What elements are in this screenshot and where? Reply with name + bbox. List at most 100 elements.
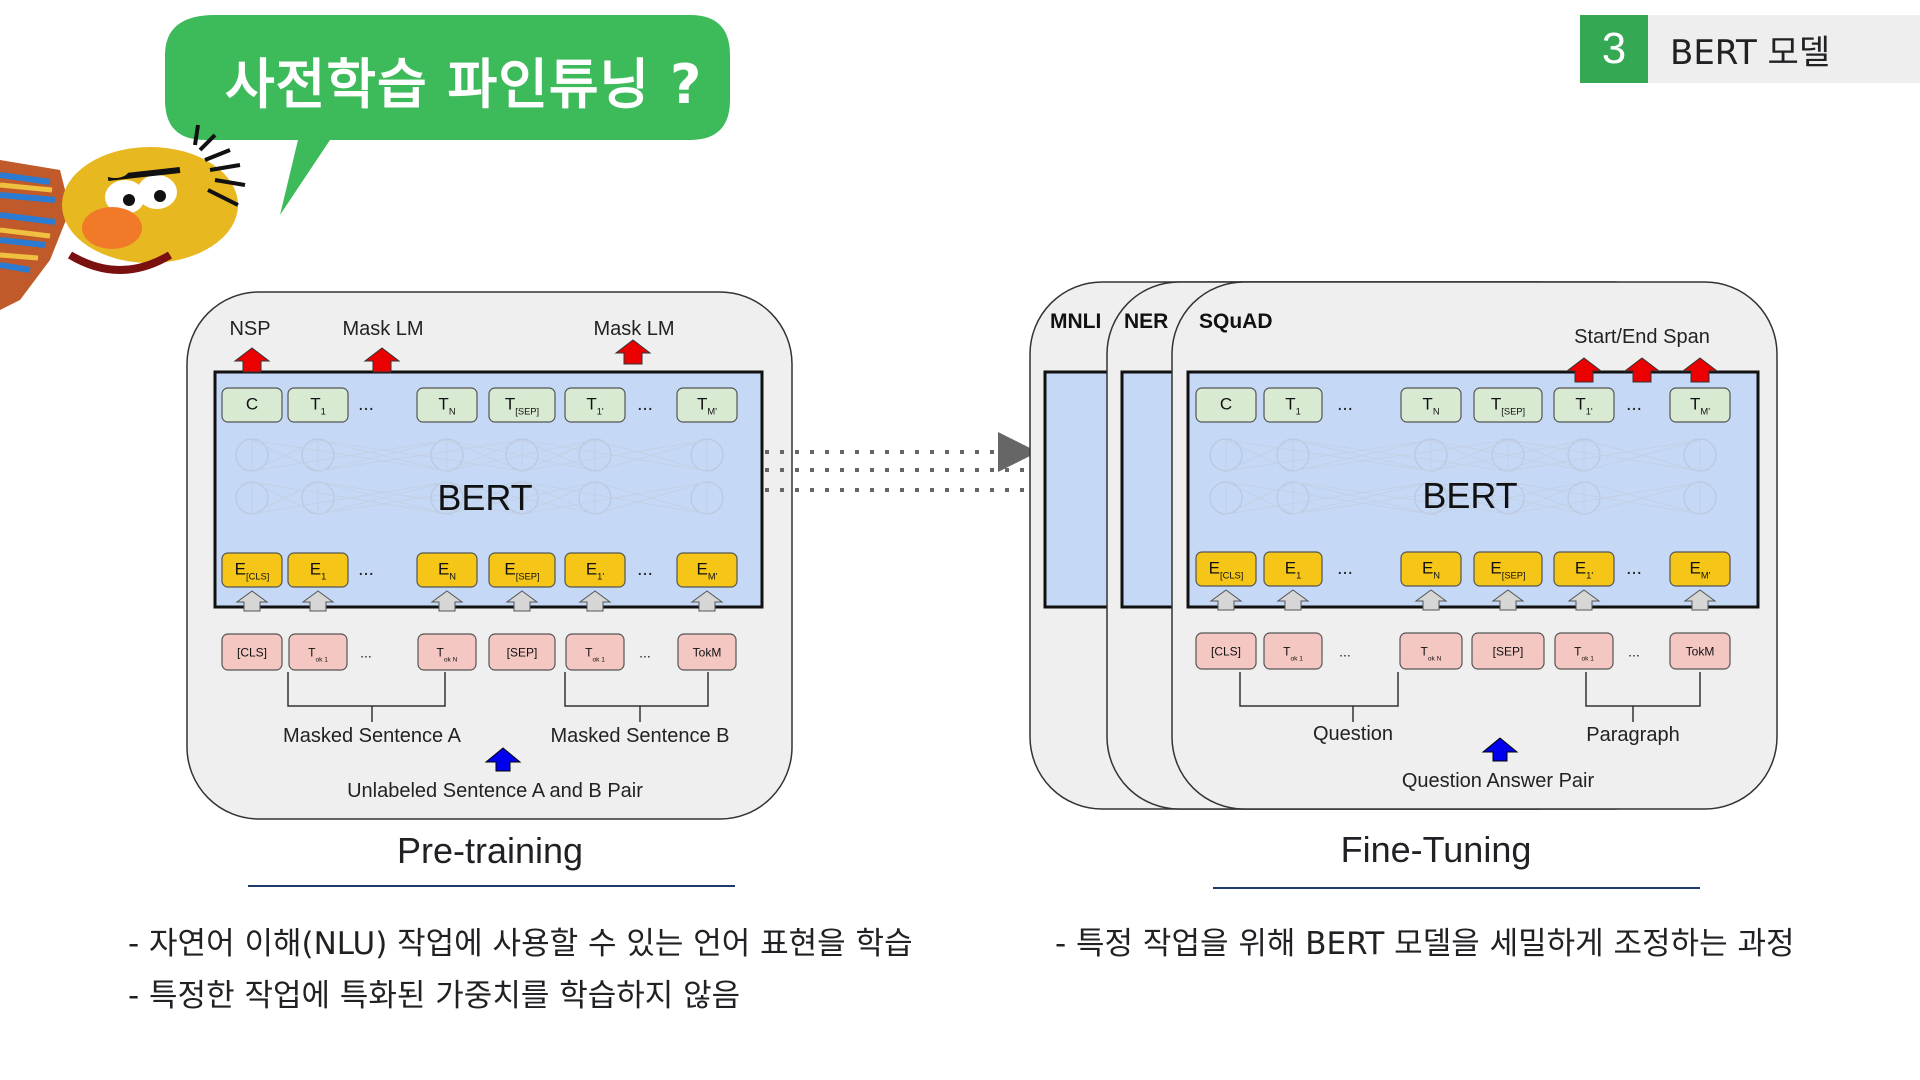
- pt-input-cls-0: [CLS]: [221, 633, 283, 671]
- finetuning-head-label: Start/End Span: [1574, 326, 1710, 348]
- pt-output-t1-1-label: T1: [310, 394, 326, 416]
- ft-output-x-6: ...: [1626, 394, 1642, 415]
- finetuning-network-lines: [1209, 438, 1717, 515]
- pt-output-t1-1: T1: [287, 387, 349, 423]
- pt-input-cls-0-label: [CLS]: [237, 646, 267, 660]
- bubble-title: 사전학습 파인튜닝 ?: [225, 53, 703, 116]
- pt-output-x-6: ...: [637, 394, 653, 415]
- finetuning-caption: Fine-Tuning: [1340, 829, 1532, 870]
- section-badge: 3 BERT 모델: [1580, 15, 1920, 83]
- section-title: BERT 모델: [1648, 15, 1920, 83]
- task-label-mnli: MNLI: [1050, 310, 1101, 333]
- ft-output-t-sep-4: T[SEP]: [1473, 387, 1543, 423]
- pt-embedding-em-7-box: [676, 552, 738, 588]
- ft-output-tm-7: TM': [1669, 387, 1731, 423]
- pt-embedding-en-3-box: [416, 552, 478, 588]
- section-number: 3: [1580, 15, 1648, 83]
- ft-embedding-e-sep-4-label: E[SEP]: [1490, 558, 1525, 580]
- ft-output-t1-5-box: [1553, 387, 1615, 423]
- pt-input-tok-1-5-box: [565, 633, 625, 671]
- ft-input-tok-n-3: Tok N: [1399, 632, 1463, 670]
- ft-embedding-en-3-label: EN: [1422, 558, 1440, 580]
- ft-embedding-e1-5: E1': [1553, 551, 1615, 587]
- pt-input-arrow-3: [430, 590, 464, 612]
- pt-input-arrow-1: [301, 590, 335, 612]
- pt-input-arrow-5: [578, 590, 612, 612]
- pt-output-c-0: C: [221, 387, 283, 423]
- ft-input-x-6-ellipsis: ...: [1628, 643, 1640, 659]
- ft-embedding-em-7-label: EM': [1690, 558, 1711, 580]
- pretraining-head-arrow-1: [363, 347, 401, 373]
- pretraining-sentence-a: Masked Sentence A: [283, 725, 462, 747]
- pt-output-tn-3-box: [416, 387, 478, 423]
- ft-input-tokm-7-label: TokM: [1686, 645, 1715, 659]
- pt-input-arrow-7: [690, 590, 724, 612]
- ft-input-arrow-3: [1414, 589, 1448, 611]
- pt-embedding-e-cls-0-label: E[CLS]: [235, 559, 270, 581]
- speech-bubble: [0, 15, 730, 310]
- pretraining-pair-label: Unlabeled Sentence A and B Pair: [347, 780, 643, 802]
- finetuning-sentence-a: Question: [1313, 723, 1393, 745]
- ft-input-arrow-1: [1276, 589, 1310, 611]
- ft-input-sep-4: [SEP]: [1471, 632, 1545, 670]
- pt-embedding-e-sep-4: E[SEP]: [488, 552, 556, 588]
- ft-embedding-e-cls-0: E[CLS]: [1195, 551, 1257, 587]
- pt-input-tokm-7-label: TokM: [693, 646, 722, 660]
- pt-embedding-x-2-ellipsis: ...: [358, 559, 374, 580]
- pt-output-x-6-ellipsis: ...: [637, 394, 653, 415]
- pt-input-sep-4-box: [488, 633, 556, 671]
- pt-embedding-x-6: ...: [637, 559, 653, 580]
- pt-output-t1-5: T1': [564, 387, 626, 423]
- ft-embedding-e-cls-0-label: E[CLS]: [1209, 558, 1244, 580]
- ft-input-cls-0-box: [1195, 632, 1257, 670]
- pretraining-head-nsp-0: NSP: [229, 318, 270, 340]
- pt-input-tok-1-5-label: Tok 1: [585, 646, 605, 664]
- ft-embedding-e1-1-box: [1263, 551, 1323, 587]
- pt-output-t1-5-label: T1': [586, 394, 604, 416]
- finetuning-caption-underline: [1213, 887, 1700, 889]
- ft-input-tok-1-5: Tok 1: [1554, 632, 1614, 670]
- ft-output-t-sep-4-label: T[SEP]: [1491, 394, 1525, 416]
- pretraining-network-lines: [235, 438, 724, 515]
- pt-input-x-2: ...: [360, 644, 372, 660]
- pt-output-tm-7: TM': [676, 387, 738, 423]
- pretraining-input-arrow: [484, 747, 522, 772]
- pt-output-t1-1-box: [287, 387, 349, 423]
- ft-embedding-en-3: EN: [1400, 551, 1462, 587]
- ft-input-tok-1-1-box: [1263, 632, 1323, 670]
- pt-embedding-x-2: ...: [358, 559, 374, 580]
- pretraining-bert-label: BERT: [437, 477, 532, 518]
- ft-input-sep-4-label: [SEP]: [1493, 645, 1524, 659]
- ft-embedding-en-3-box: [1400, 551, 1462, 587]
- ft-output-c-0-box: [1195, 387, 1257, 423]
- pt-embedding-e-sep-4-label: E[SEP]: [504, 559, 539, 581]
- ft-output-t1-1: T1: [1263, 387, 1323, 423]
- ft-output-c-0: C: [1195, 387, 1257, 423]
- pretraining-head-mask-lm-1: Mask LM: [342, 318, 423, 340]
- ft-input-tokm-7-box: [1669, 632, 1731, 670]
- pretraining-note-1: - 자연어 이해(NLU) 작업에 사용할 수 있는 언어 표현을 학습: [128, 926, 913, 962]
- pretraining-head-arrow-2: [614, 339, 652, 365]
- ft-output-t1-1-box: [1263, 387, 1323, 423]
- mascot-character-image: [0, 124, 246, 310]
- pt-output-tm-7-label: TM': [697, 394, 717, 416]
- pt-input-x-6-ellipsis: ...: [639, 644, 651, 660]
- ft-output-tn-3: TN: [1400, 387, 1462, 423]
- pt-input-tok-1-5: Tok 1: [565, 633, 625, 671]
- pt-embedding-e1-1-label: E1: [310, 559, 327, 581]
- ft-output-t-sep-4-box: [1473, 387, 1543, 423]
- pretraining-bracket-a: [287, 672, 446, 722]
- ft-input-x-2: ...: [1339, 643, 1351, 659]
- ft-input-tokm-7: TokM: [1669, 632, 1731, 670]
- pt-embedding-e-cls-0: E[CLS]: [221, 552, 283, 588]
- ft-input-cls-0: [CLS]: [1195, 632, 1257, 670]
- pt-input-tok-1-1: Tok 1: [288, 633, 348, 671]
- ft-embedding-x-2-ellipsis: ...: [1337, 558, 1353, 579]
- ft-embedding-e-sep-4-box: [1473, 551, 1543, 587]
- pt-embedding-x-6-ellipsis: ...: [637, 559, 653, 580]
- pt-input-x-2-ellipsis: ...: [360, 644, 372, 660]
- pt-output-x-2-ellipsis: ...: [358, 394, 374, 415]
- ft-embedding-e1-5-box: [1553, 551, 1615, 587]
